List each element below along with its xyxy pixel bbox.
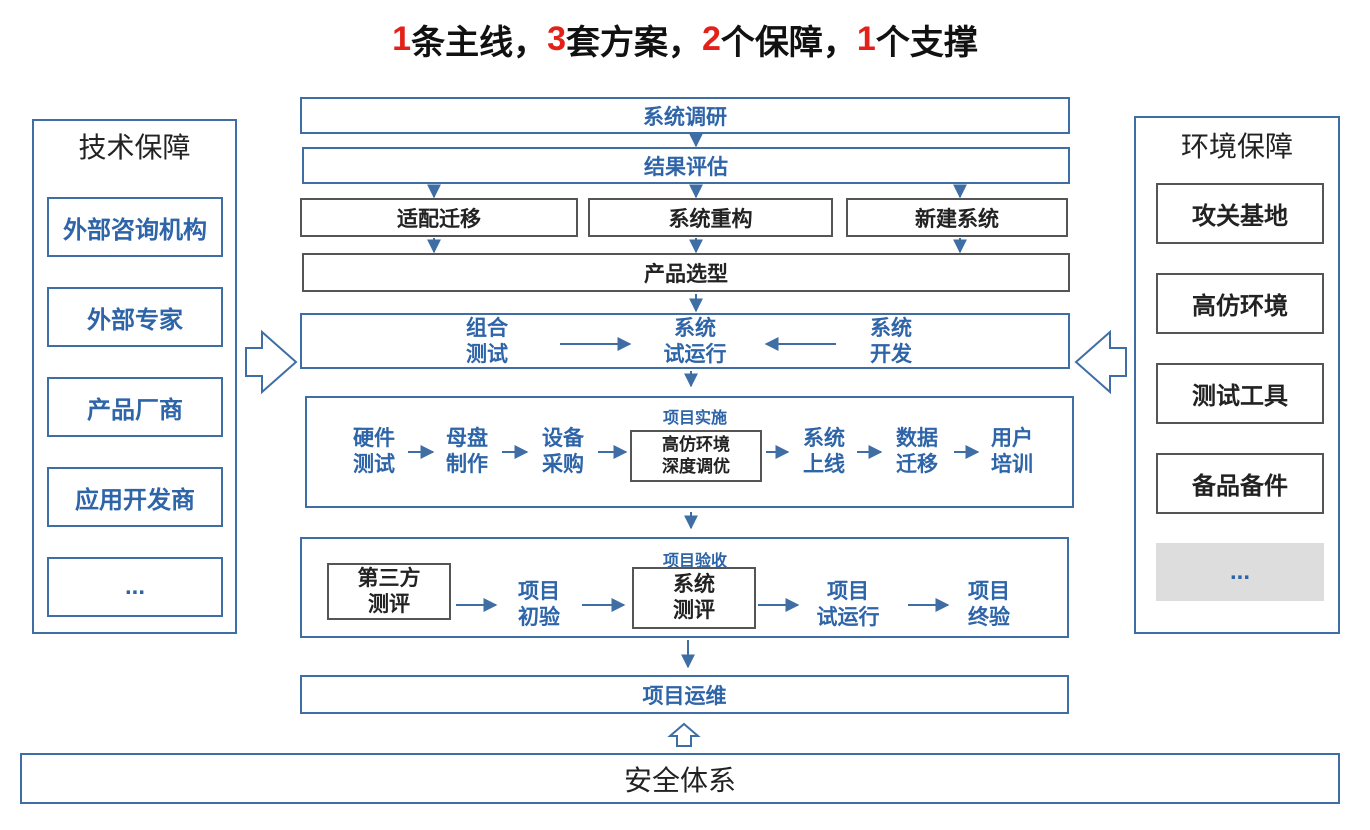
option-rebuild: 系统重构 (588, 198, 833, 237)
impl-step: 系统上线 (784, 424, 864, 480)
title-part: 2 (702, 19, 721, 58)
title-part: 套方案， (566, 23, 702, 62)
acceptance-step-line: 测评 (673, 599, 715, 622)
acceptance-step-line: 项目 (518, 580, 560, 603)
title-part: 个支撑 (875, 23, 978, 62)
title-part: 1 (856, 19, 876, 58)
acceptance-step-line: 初验 (518, 606, 560, 629)
impl-step-line: 用户 (991, 427, 1033, 450)
impl-step-line: 设备 (542, 427, 584, 450)
impl-step: 设备采购 (523, 424, 603, 480)
step-research: 系统调研 (300, 97, 1070, 134)
impl-step: 母盘制作 (427, 424, 507, 480)
impl-step-line: 制作 (446, 453, 488, 476)
step-product-selection: 产品选型 (302, 253, 1070, 292)
acceptance-step: 项目试运行 (798, 577, 898, 633)
trial-center-line1: 系统 (674, 317, 716, 340)
impl-step-line: 上线 (803, 453, 845, 476)
acceptance-step-line: 项目 (968, 580, 1010, 603)
trial-left-line1: 组合 (466, 317, 508, 340)
acceptance-step-line: 项目 (827, 580, 869, 603)
acceptance-step: 系统测评 (632, 567, 756, 629)
impl-step-line: 测试 (353, 453, 395, 476)
right-item-sim-env: 高仿环境 (1156, 273, 1324, 334)
left-item-more: ... (47, 557, 223, 617)
acceptance-step: 第三方测评 (327, 563, 451, 620)
acceptance-step-line: 第三方 (357, 566, 421, 590)
impl-step: 硬件测试 (334, 424, 414, 480)
acceptance-step-line: 系统 (673, 573, 715, 596)
impl-step: 数据迁移 (877, 424, 957, 480)
acceptance-step: 项目初验 (499, 577, 579, 633)
left-hollow-arrow (245, 329, 298, 395)
impl-step-line: 系统 (803, 427, 845, 450)
left-item-consulting: 外部咨询机构 (47, 197, 223, 257)
trial-left-combined-test: 组合 测试 (437, 316, 537, 368)
option-adapt-migrate: 适配迁移 (300, 198, 578, 237)
acceptance-step: 项目终验 (949, 577, 1029, 633)
trial-center-system-trial: 系统 试运行 (640, 316, 750, 368)
impl-step-line: 深度调优 (662, 457, 730, 476)
right-hollow-arrow (1074, 329, 1127, 395)
trial-right-line2: 开发 (870, 343, 912, 366)
title-part: 条主线， (411, 23, 548, 62)
right-item-test-tools: 测试工具 (1156, 363, 1324, 424)
trial-right-line1: 系统 (870, 317, 912, 340)
impl-step-line: 迁移 (896, 453, 938, 476)
acceptance-label: 项目验收 (662, 553, 727, 570)
left-item-vendors: 产品厂商 (47, 377, 223, 437)
left-panel-title: 技术保障 (78, 132, 191, 163)
trial-row (300, 313, 1070, 369)
impl-step: 高仿环境深度调优 (630, 430, 762, 482)
trial-right-system-dev: 系统 开发 (841, 316, 941, 368)
impl-step-line: 高仿环境 (662, 435, 730, 454)
step-evaluation: 结果评估 (302, 147, 1070, 184)
implementation-label: 项目实施 (662, 410, 727, 427)
up-hollow-arrow (667, 722, 701, 747)
right-item-base: 攻关基地 (1156, 183, 1324, 244)
right-panel-title: 环境保障 (1180, 131, 1293, 162)
impl-step-line: 采购 (542, 453, 584, 476)
impl-step-line: 硬件 (353, 427, 395, 450)
acceptance-step-line: 测评 (368, 592, 410, 616)
title-part: 3 (547, 19, 566, 58)
left-item-developers: 应用开发商 (47, 467, 223, 527)
title-part: 1 (392, 19, 412, 58)
right-item-spares: 备品备件 (1156, 453, 1324, 514)
trial-left-line2: 测试 (466, 343, 508, 366)
acceptance-step-line: 终验 (968, 606, 1010, 629)
trial-center-line2: 试运行 (663, 343, 727, 366)
right-item-more: ... (1156, 543, 1324, 601)
title-part: 个保障， (720, 23, 857, 62)
step-operations: 项目运维 (300, 675, 1069, 714)
impl-step-line: 母盘 (446, 427, 488, 450)
option-new-system: 新建系统 (846, 198, 1068, 237)
impl-step: 用户培训 (972, 424, 1052, 480)
left-item-experts: 外部专家 (47, 287, 223, 347)
impl-step-line: 数据 (896, 427, 938, 450)
impl-step-line: 培训 (991, 453, 1033, 476)
security-foundation: 安全体系 (20, 753, 1340, 804)
acceptance-step-line: 试运行 (816, 606, 880, 629)
